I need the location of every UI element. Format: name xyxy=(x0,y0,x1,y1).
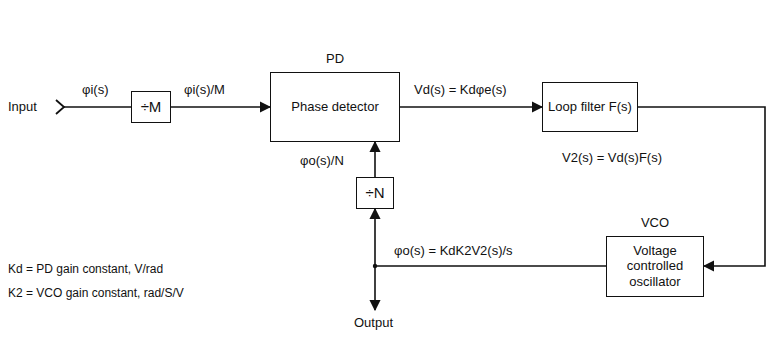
block-heading: PD xyxy=(251,51,419,66)
block-text: ÷M xyxy=(136,95,167,119)
block-text: ÷N xyxy=(360,181,389,205)
output-label: Output xyxy=(352,315,395,330)
vco-box: VCOVoltage controlled oscillator xyxy=(606,236,704,297)
note-text: K2 = VCO gain constant, rad/S/V xyxy=(6,286,186,300)
divider-box: ÷M xyxy=(131,91,171,123)
signal-connector xyxy=(375,209,606,266)
signal-connector xyxy=(400,106,542,108)
signal-label: φo(s)/N xyxy=(298,153,346,168)
signal-label: φi(s)/M xyxy=(182,82,227,97)
block-text: Voltage controlled oscillator xyxy=(607,240,703,293)
signal-label: φo(s) = KdK2V2(s)/s xyxy=(392,243,515,258)
divider-box: ÷N xyxy=(356,177,394,209)
signal-name: φi(s) xyxy=(80,82,110,97)
signal-connector xyxy=(374,142,376,177)
block-heading: VCO xyxy=(587,215,723,230)
input-wire xyxy=(64,106,131,108)
output-wire xyxy=(374,266,376,310)
input-terminal xyxy=(56,100,64,114)
note-text: Kd = PD gain constant, V/rad xyxy=(6,262,165,276)
loop-filter-box: Loop filter F(s) xyxy=(542,82,638,132)
phase-detector-box: PDPhase detector xyxy=(270,72,400,142)
signal-label: V2(s) = Vd(s)F(s) xyxy=(560,150,664,165)
block-text: Phase detector xyxy=(286,96,383,118)
signal-connector xyxy=(171,106,270,108)
block-text: Loop filter F(s) xyxy=(543,96,637,118)
input-label: Input xyxy=(6,99,39,114)
signal-label: Vd(s) = Kdφe(s) xyxy=(412,82,509,97)
